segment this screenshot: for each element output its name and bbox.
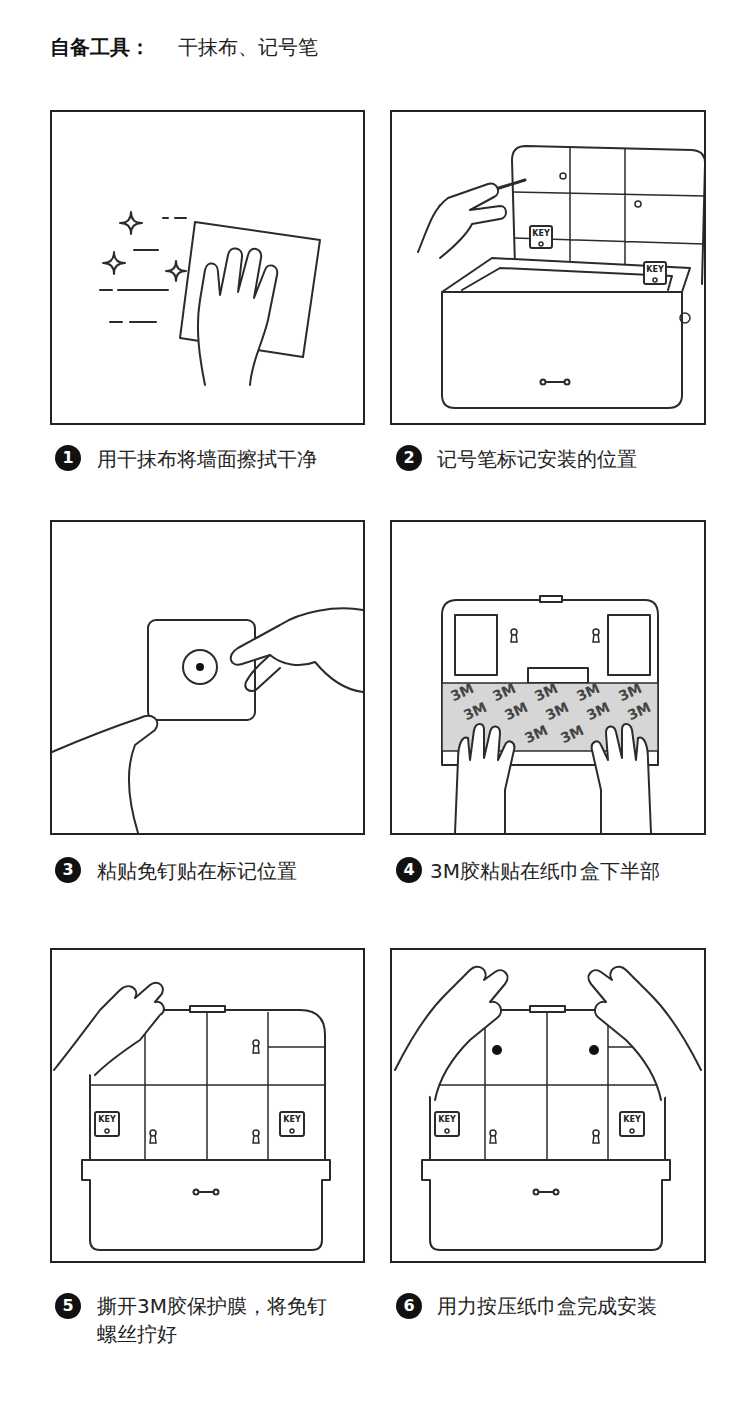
screw-illustration xyxy=(150,1135,156,1143)
mark-illustration xyxy=(418,184,506,258)
key-label: KEY xyxy=(532,230,549,238)
tape-illustration xyxy=(593,634,599,642)
mark-illustration xyxy=(442,258,690,292)
wipe-illustration xyxy=(103,252,125,274)
tape-illustration xyxy=(511,634,517,642)
callout-number: 6 xyxy=(403,1298,414,1314)
screw-illustration xyxy=(198,1191,214,1193)
wipe-illustration xyxy=(198,248,277,385)
press-illustration xyxy=(395,967,508,1100)
step-caption: 撕开3M胶保护膜，将免钉 螺丝拧好 xyxy=(97,1292,333,1348)
mark-illustration xyxy=(565,380,570,385)
press-illustration xyxy=(395,967,508,1100)
mark-illustration xyxy=(442,292,682,408)
mark-illustration xyxy=(545,381,565,383)
callout-number: 2 xyxy=(403,450,414,466)
screw-illustration xyxy=(82,1160,330,1250)
step-caption: 3M胶粘贴在纸巾盒下半部 xyxy=(430,857,660,885)
screw-illustration xyxy=(54,983,164,1075)
tape-illustration xyxy=(592,724,651,833)
mark-illustration xyxy=(680,313,690,323)
screw-illustration xyxy=(105,1129,109,1133)
screw-illustration xyxy=(194,1190,199,1195)
press-illustration xyxy=(395,967,701,1250)
patch-illustration xyxy=(196,663,204,671)
step-number: 3 xyxy=(55,857,81,883)
patch-illustration xyxy=(183,650,217,684)
screw-illustration xyxy=(253,1045,259,1053)
mark-illustration xyxy=(644,262,666,284)
step-caption: 用干抹布将墙面擦拭干净 xyxy=(97,445,317,473)
patch-illustration xyxy=(245,655,280,691)
mark-illustration xyxy=(539,242,543,246)
key-label: KEY xyxy=(283,1116,300,1124)
tape-illustration xyxy=(540,596,562,602)
key-label: KEY xyxy=(623,1116,640,1124)
key-label: KEY xyxy=(646,266,663,274)
screw-illustration xyxy=(190,1006,225,1012)
patch-illustration xyxy=(231,608,363,692)
mark-illustration xyxy=(530,226,552,248)
step-panel: 用力按压纸巾盒完成安装 xyxy=(390,948,706,1263)
tape-illustration xyxy=(528,668,588,683)
screw-illustration xyxy=(253,1135,259,1143)
mark-illustration xyxy=(462,268,672,290)
callout-number: 1 xyxy=(62,450,73,466)
title: 自备工具： xyxy=(50,34,150,60)
wipe-illustration xyxy=(100,212,320,385)
wipe-illustration xyxy=(120,212,142,234)
callout-number: 3 xyxy=(62,862,73,878)
screw-illustration xyxy=(214,1190,219,1195)
key-label: KEY xyxy=(98,1116,115,1124)
step-panel: 3M胶粘贴在纸巾盒下半部 xyxy=(390,520,706,835)
step-caption: 粘贴免钉贴在标记位置 xyxy=(97,857,297,885)
step-panel: 粘贴免钉贴在标记位置 xyxy=(50,520,365,835)
step-number: 1 xyxy=(55,445,81,471)
callout-number: 4 xyxy=(403,862,414,878)
key-label: KEY xyxy=(438,1116,455,1124)
step-number: 4 xyxy=(396,857,422,883)
mark-illustration xyxy=(513,148,705,276)
mark-illustration xyxy=(635,201,641,207)
tool-list: 干抹布、记号笔 xyxy=(178,34,318,60)
step-number: 6 xyxy=(396,1293,422,1319)
mark-illustration xyxy=(541,380,546,385)
step-panel: 撕开3M胶保护膜，将免钉 螺丝拧好 xyxy=(50,948,365,1263)
wipe-illustration xyxy=(166,261,186,281)
wipe-illustration xyxy=(100,218,186,322)
callout-number: 5 xyxy=(62,1298,73,1314)
screw-illustration xyxy=(54,983,330,1250)
screw-illustration xyxy=(280,1112,304,1136)
step-caption: 记号笔标记安装的位置 xyxy=(437,445,637,473)
tape-illustration xyxy=(608,615,650,675)
screw-illustration xyxy=(290,1129,294,1133)
step-number: 5 xyxy=(55,1293,81,1319)
mark-illustration xyxy=(653,278,657,282)
screw-illustration xyxy=(95,1112,119,1136)
tape-illustration xyxy=(442,596,658,833)
tape-illustration xyxy=(455,724,514,833)
patch-illustration xyxy=(148,620,255,720)
step-caption: 用力按压纸巾盒完成安装 xyxy=(437,1292,657,1320)
tape-illustration xyxy=(455,615,497,675)
mark-illustration xyxy=(418,146,705,408)
step-panel: 用干抹布将墙面擦拭干净 xyxy=(50,110,365,425)
step-number: 2 xyxy=(396,445,422,471)
mark-illustration xyxy=(560,173,566,179)
patch-illustration xyxy=(52,608,363,833)
patch-illustration xyxy=(52,716,157,833)
press-illustration xyxy=(588,967,701,1100)
press-illustration xyxy=(492,1045,502,1055)
tape-illustration xyxy=(455,724,514,833)
press-illustration xyxy=(589,1045,599,1055)
